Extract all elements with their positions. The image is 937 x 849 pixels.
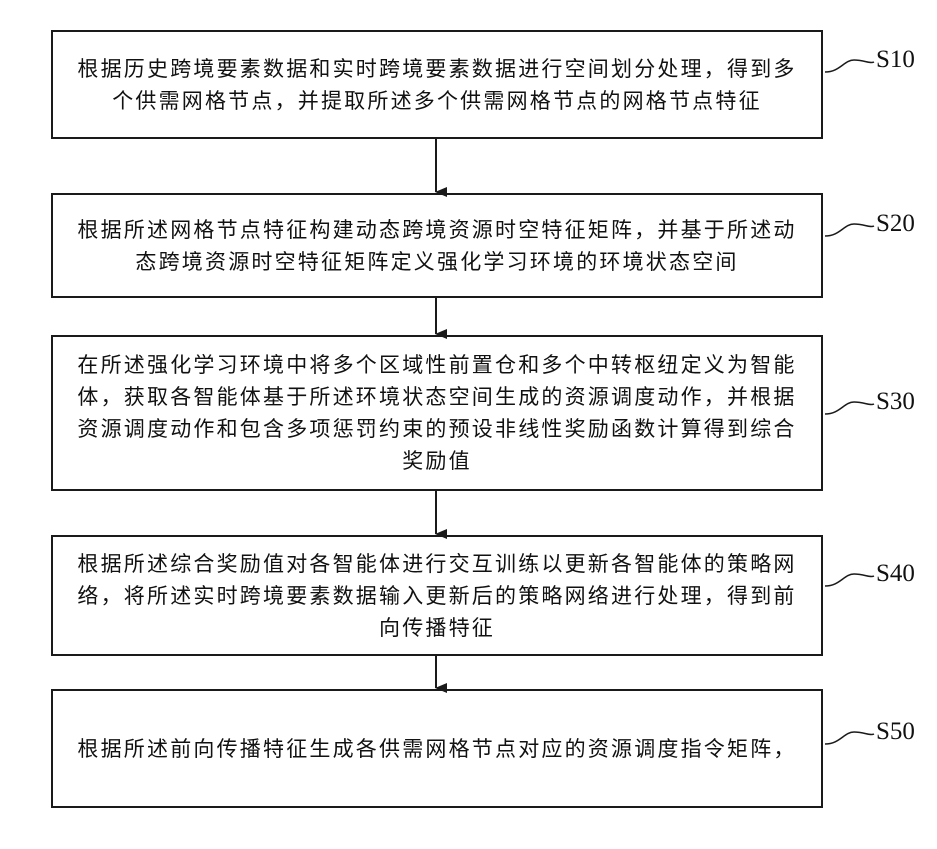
leader-line-s30	[825, 402, 874, 414]
leader-line-s40	[825, 574, 874, 586]
leader-line-s50	[825, 732, 874, 744]
leader-line-s10	[825, 60, 874, 72]
leader-line-s20	[825, 224, 874, 236]
